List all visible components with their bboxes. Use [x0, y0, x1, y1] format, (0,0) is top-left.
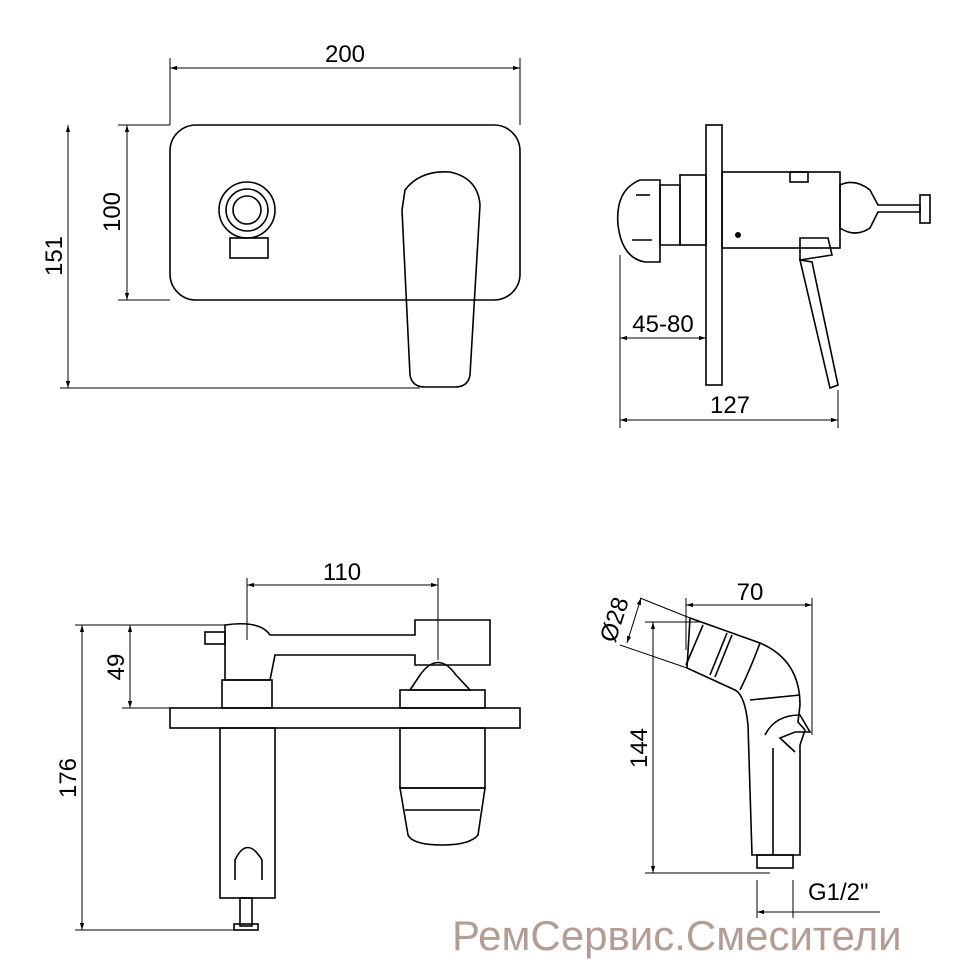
front-view: 200 100 151 [41, 41, 521, 389]
dim-spacing: 110 [323, 559, 361, 586]
shower-head-view: 70 144 Ø28 G1/2" [595, 579, 880, 918]
side-plate [705, 124, 723, 386]
dim-head-width: 70 [737, 579, 764, 606]
dim-upper-height: 49 [103, 654, 130, 681]
dim-wall-depth: 45-80 [632, 311, 693, 338]
side-view: 45-80 127 [616, 124, 931, 428]
dim-depth: 127 [710, 392, 750, 419]
dim-top-total-height: 176 [55, 758, 82, 798]
dim-plate-height: 100 [99, 192, 126, 232]
shower-head [686, 616, 806, 856]
top-pipe [224, 619, 491, 681]
lever-handle [401, 171, 481, 388]
side-knob [616, 179, 661, 263]
dim-total-height: 151 [41, 236, 68, 276]
dim-width: 200 [325, 41, 365, 68]
hose-holder [219, 727, 276, 899]
dim-thread: G1/2" [808, 879, 869, 906]
wall-plate [169, 124, 521, 301]
dim-head-height: 144 [626, 728, 653, 768]
top-plate [169, 707, 521, 729]
cartridge [399, 727, 486, 789]
diverter-knob [218, 181, 276, 239]
side-lever [798, 259, 839, 390]
watermark: РемСервис.Смесители [452, 912, 902, 959]
top-view: 110 49 176 [55, 559, 521, 931]
